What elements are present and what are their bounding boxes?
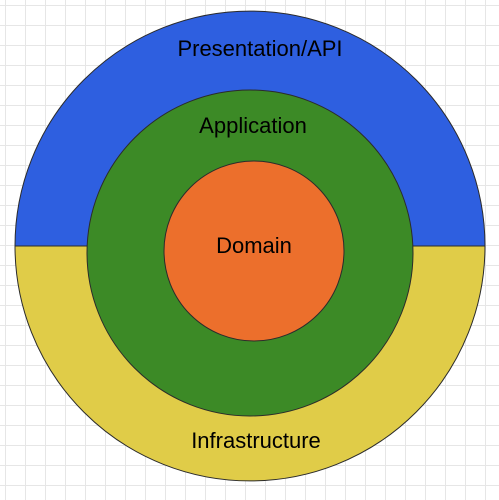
domain-layer-label: Domain <box>216 233 292 258</box>
domain-layer-core <box>163 160 345 342</box>
presentation-layer-label: Presentation/API <box>177 36 342 61</box>
application-layer-label: Application <box>199 113 307 138</box>
infrastructure-layer-label: Infrastructure <box>191 428 321 453</box>
